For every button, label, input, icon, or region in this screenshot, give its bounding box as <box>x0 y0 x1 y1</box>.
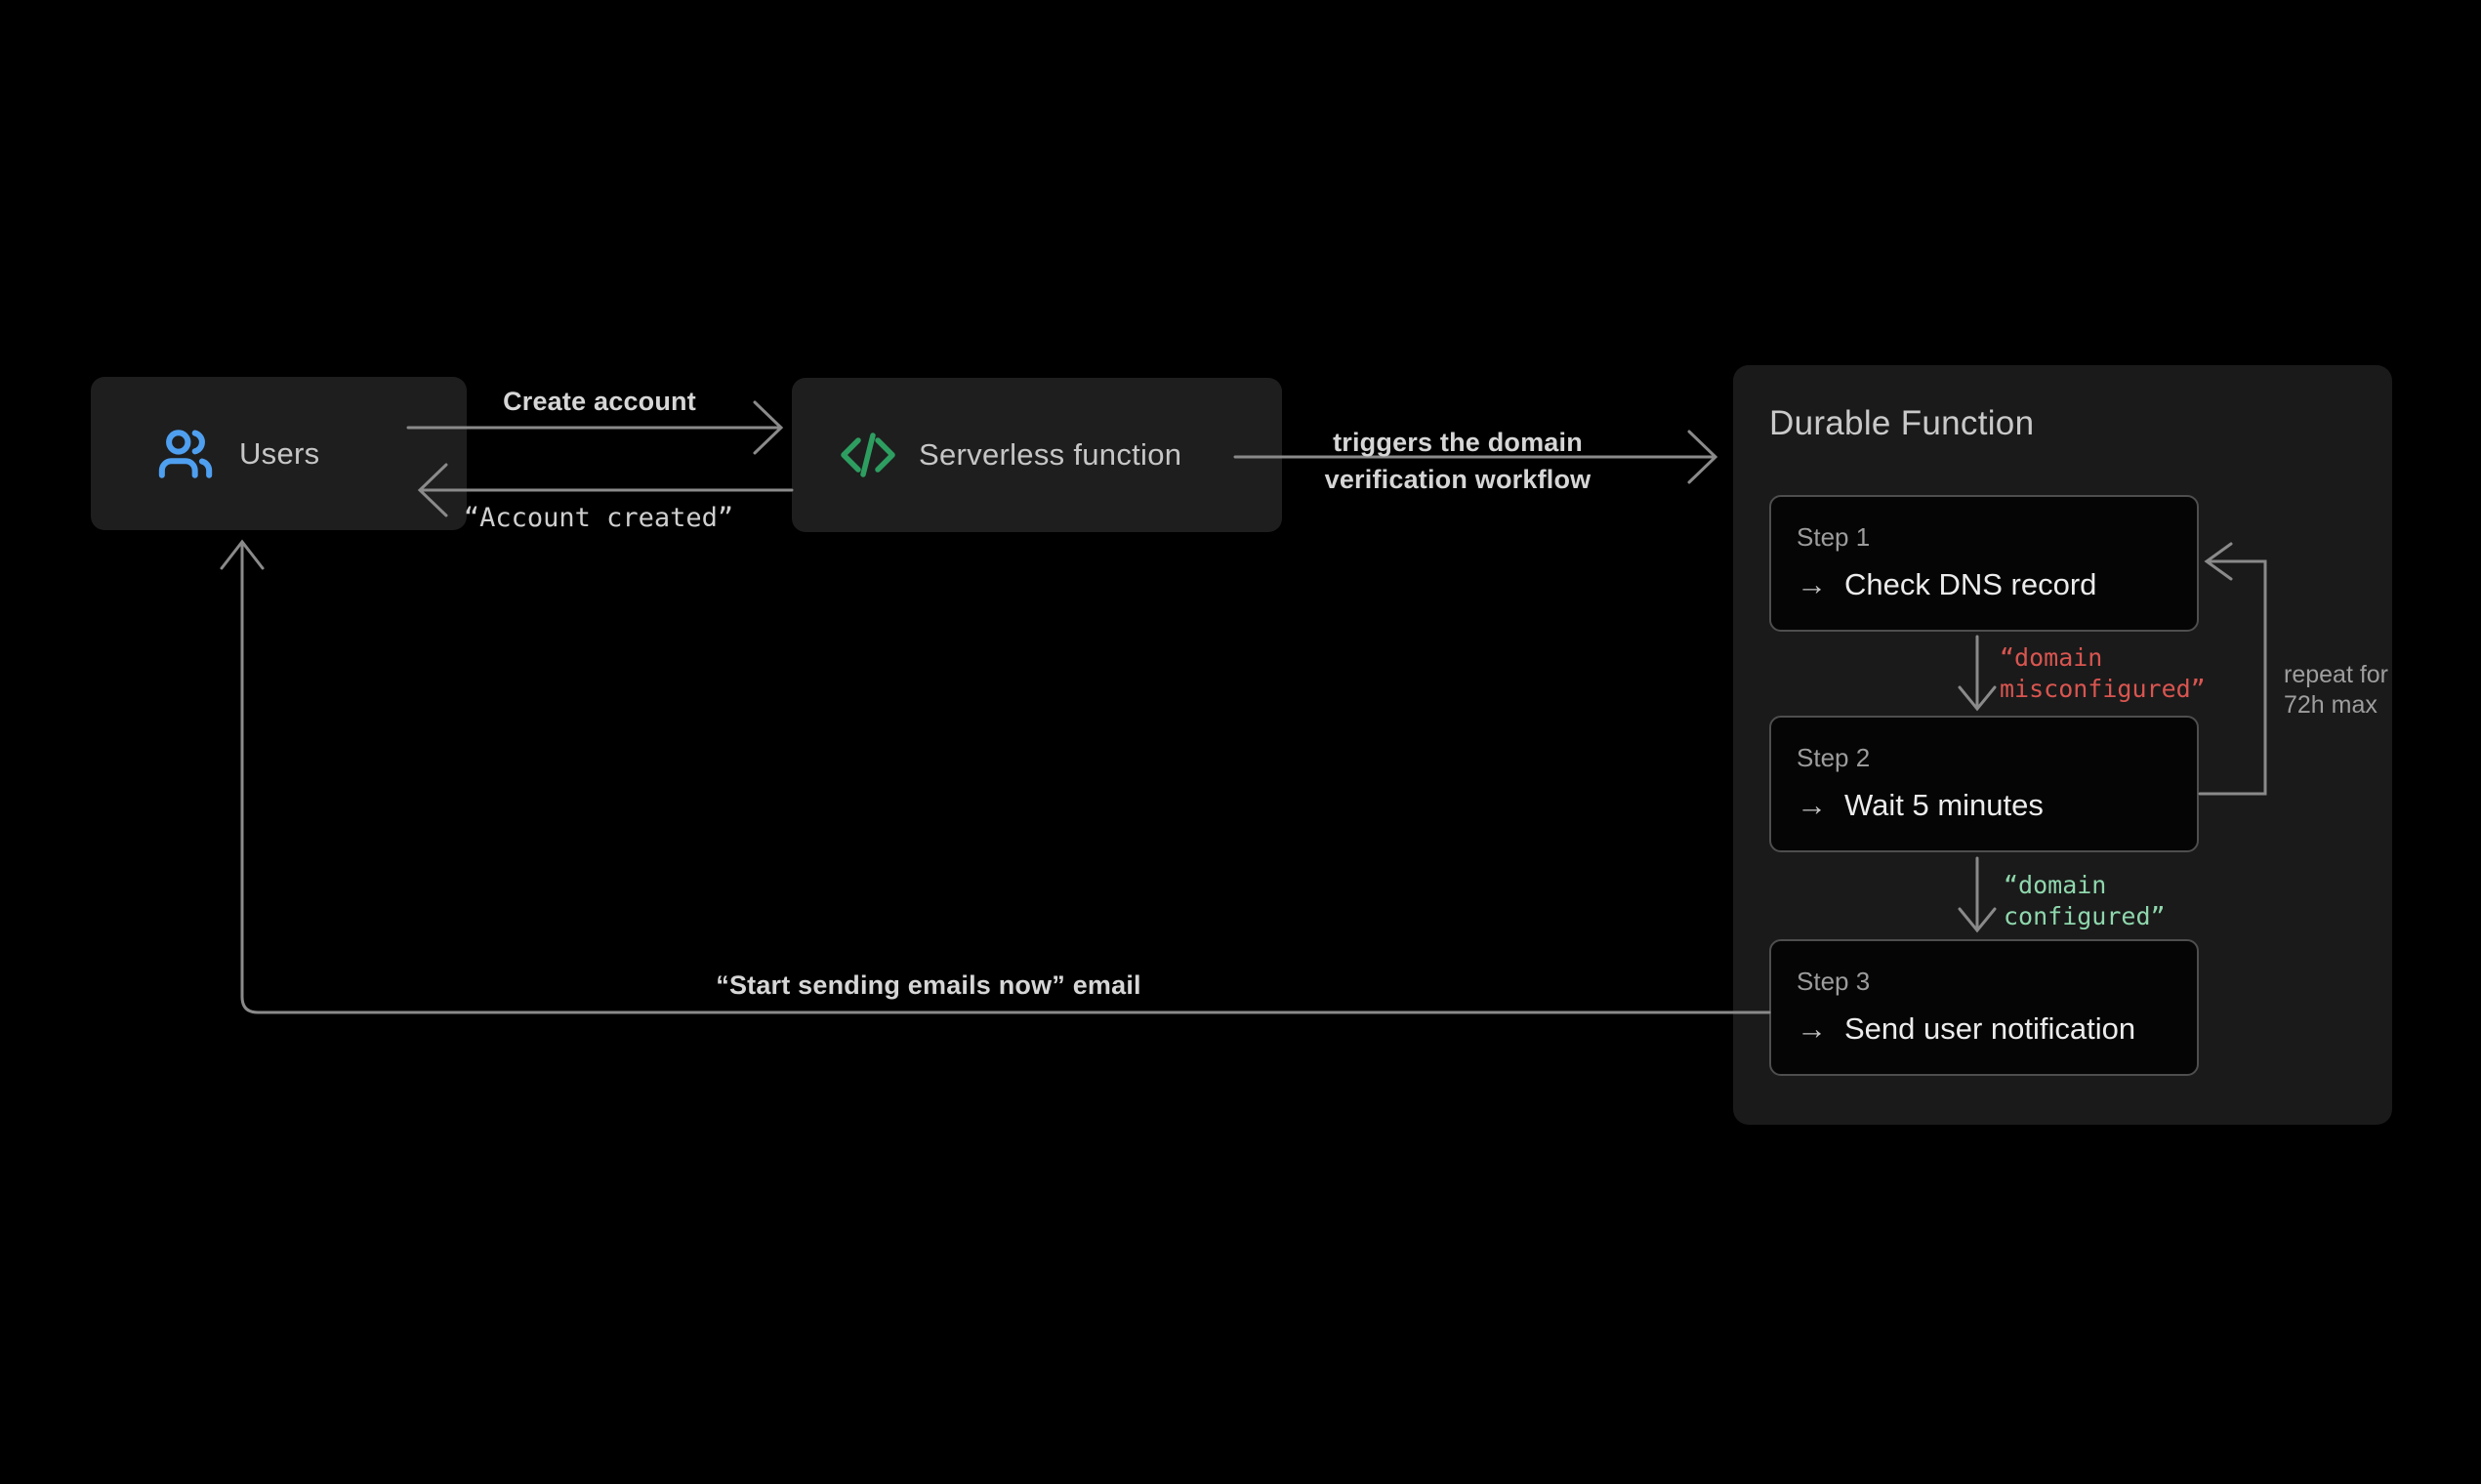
domain-configured-label: “domain configured” <box>2004 870 2166 932</box>
domain-misconfigured-line2: misconfigured” <box>2000 675 2206 703</box>
serverless-node: Serverless function <box>792 378 1282 532</box>
step-2-box: Step 2 → Wait 5 minutes <box>1769 716 2199 852</box>
triggers-edge-label-line1: triggers the domain <box>1333 428 1583 457</box>
step-2-action-text: Wait 5 minutes <box>1844 788 2044 822</box>
domain-configured-line1: “domain <box>2004 871 2107 899</box>
email-edge-label: “Start sending emails now” email <box>716 970 1141 1000</box>
users-icon <box>157 426 214 482</box>
step-3-action: → Send user notification <box>1797 1011 2173 1047</box>
serverless-label: Serverless function <box>919 437 1182 472</box>
repeat-note-line1: repeat for <box>2284 661 2389 688</box>
repeat-note-line2: 72h max <box>2284 691 2378 719</box>
triggers-edge-label-line2: verification workflow <box>1324 465 1592 494</box>
create-account-edge-label: Create account <box>503 387 696 416</box>
right-arrow-icon: → <box>1797 788 1827 822</box>
right-arrow-icon: → <box>1797 1011 1827 1046</box>
step-1-box: Step 1 → Check DNS record <box>1769 495 2199 632</box>
domain-configured-line2: configured” <box>2004 902 2166 930</box>
step-1-label: Step 1 <box>1797 522 1871 552</box>
step-2-label: Step 2 <box>1797 743 1871 772</box>
edge-email <box>220 539 1771 1014</box>
code-icon <box>839 426 897 484</box>
step-3-label: Step 3 <box>1797 967 1871 996</box>
step-1-action-text: Check DNS record <box>1844 567 2097 601</box>
domain-misconfigured-label: “domain misconfigured” <box>2000 642 2206 705</box>
account-created-edge-label: “Account created” <box>463 503 734 533</box>
durable-function-panel: Durable Function Step 1 → Check DNS reco… <box>1733 365 2392 1125</box>
step-2-action: → Wait 5 minutes <box>1797 788 2173 823</box>
durable-function-title: Durable Function <box>1769 404 2035 442</box>
step-3-action-text: Send user notification <box>1844 1011 2136 1046</box>
users-node: Users <box>91 377 467 530</box>
triggers-edge-label: triggers the domain verification workflo… <box>1325 424 1592 498</box>
right-arrow-icon: → <box>1797 567 1827 601</box>
step-1-action: → Check DNS record <box>1797 567 2173 602</box>
repeat-note-label: repeat for 72h max <box>2284 660 2388 721</box>
step-3-box: Step 3 → Send user notification <box>1769 939 2199 1076</box>
users-label: Users <box>239 435 320 471</box>
domain-misconfigured-line1: “domain <box>2000 643 2103 672</box>
